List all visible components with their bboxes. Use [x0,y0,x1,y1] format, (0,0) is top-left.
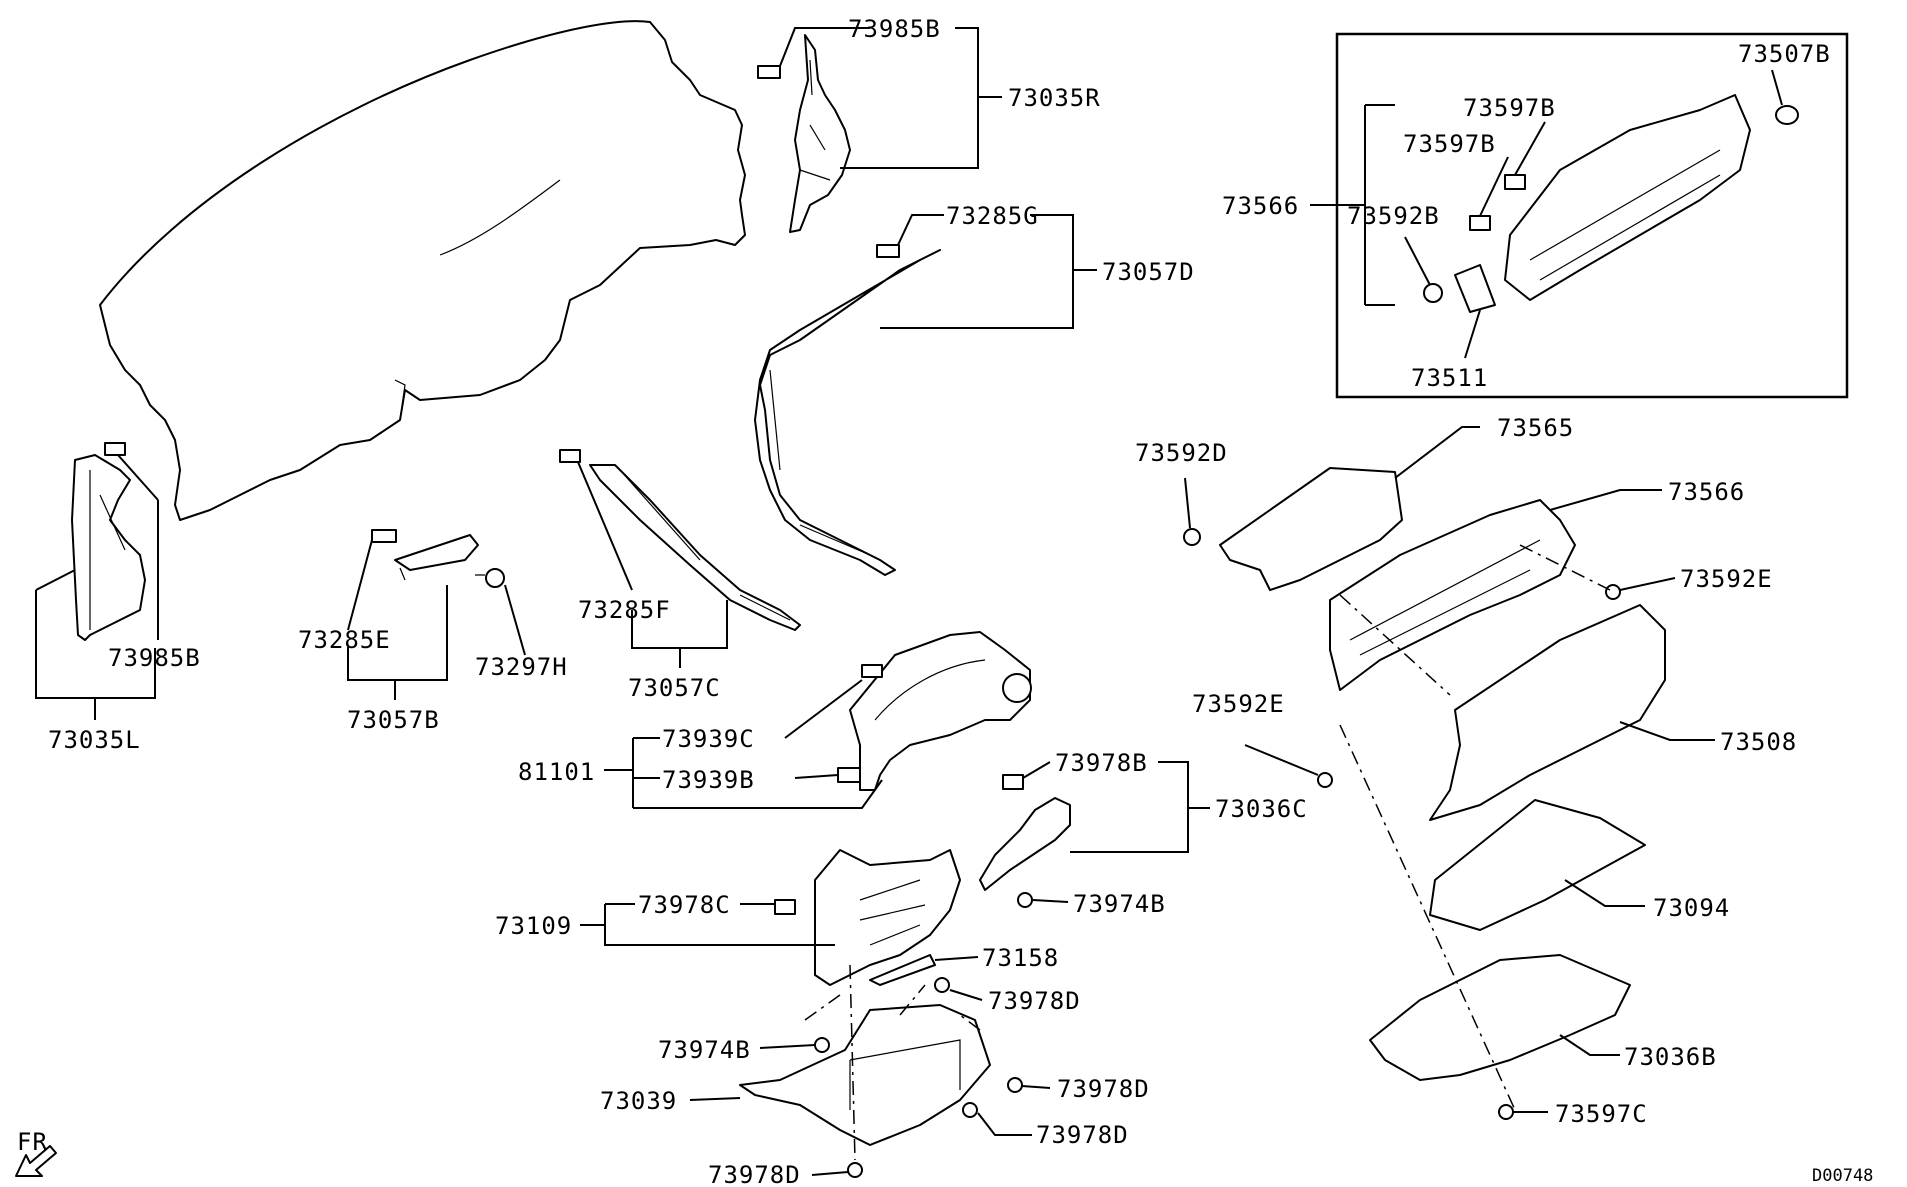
label-73592B: 73592B [1347,202,1440,230]
label-73094: 73094 [1653,894,1730,922]
front-label: FR [17,1128,48,1156]
part-73035L [71,454,146,641]
label-73285E: 73285E [298,626,391,654]
front-direction-arrow-icon [15,1145,57,1177]
label-81101: 81101 [518,758,595,786]
clip-73978D-d [847,1162,863,1178]
detail-inset-box [1335,32,1849,399]
screw-73597C [1498,1104,1514,1120]
label-73985B-top: 73985B [848,15,941,43]
part-73508 [1429,604,1666,821]
clip-73978D-a [934,977,950,993]
label-73566-box: 73566 [1222,192,1299,220]
clip-73285E [371,529,397,543]
part-73035R [789,34,851,233]
diagram-code: D00748 [1812,1166,1873,1186]
label-73057D: 73057D [1102,258,1195,286]
meter-hood-knob [1002,673,1032,703]
clip-73978B [1002,774,1024,790]
clip-73939C [861,664,883,678]
screw-73974B-b [814,1037,830,1053]
screw-73592E-b [1317,772,1333,788]
label-73508: 73508 [1720,728,1797,756]
clip-73939B [837,767,861,783]
part-73109 [814,849,961,986]
label-73039: 73039 [600,1087,677,1115]
inset-cap-73507B [1775,105,1799,125]
part-73057B [394,534,479,571]
label-73285G: 73285G [946,202,1039,230]
inset-clip-73597B-a [1504,174,1526,190]
label-73036B: 73036B [1624,1043,1717,1071]
clip-73985B-left [104,442,126,456]
screw-73592D [1183,528,1201,546]
inset-part-73511 [1454,264,1496,313]
label-73978B: 73978B [1055,749,1148,777]
label-73974B-a: 73974B [1073,890,1166,918]
clip-73985B-top [757,65,781,79]
inset-screw-73592B [1423,283,1443,303]
label-73109: 73109 [495,912,572,940]
part-73094 [1429,799,1646,931]
label-73978C: 73978C [638,891,731,919]
label-73036C: 73036C [1215,795,1308,823]
part-73036C [979,797,1071,891]
label-73158: 73158 [982,944,1059,972]
label-73978D-d: 73978D [708,1161,801,1187]
clip-73285G [876,244,900,258]
label-73297H: 73297H [475,653,568,681]
label-73057B: 73057B [347,706,440,734]
label-73978D-c: 73978D [1036,1121,1129,1149]
label-73597B-b: 73597B [1403,130,1496,158]
label-73035L: 73035L [48,726,141,754]
clip-73978D-b [1007,1077,1023,1093]
screw-73297H [485,568,505,588]
label-73566: 73566 [1668,478,1745,506]
clip-73285F [559,449,581,463]
label-73592D: 73592D [1135,439,1228,467]
label-73035R: 73035R [1008,84,1101,112]
part-73036B [1369,954,1631,1081]
label-73592E-a: 73592E [1680,565,1773,593]
label-73597B-a: 73597B [1463,94,1556,122]
label-73985B-left: 73985B [108,644,201,672]
clip-73978C [774,899,796,915]
label-73507B: 73507B [1738,40,1831,68]
instrument-panel-outline [99,20,746,521]
label-73978D-a: 73978D [988,987,1081,1015]
label-73285F: 73285F [578,596,671,624]
label-73939C: 73939C [662,725,755,753]
part-73057C [589,464,801,631]
label-73939B: 73939B [662,766,755,794]
part-73158 [869,954,936,986]
part-81101-meter-hood [849,631,1031,791]
part-73565 [1219,467,1403,591]
leader-lines [35,27,1783,1176]
inset-clip-73597B-b [1469,215,1491,231]
part-73057D [754,249,941,576]
clip-73978D-c [962,1102,978,1118]
label-73511: 73511 [1411,364,1488,392]
label-73057C: 73057C [628,674,721,702]
screw-73592E-a [1605,584,1621,600]
label-73974B-b: 73974B [658,1036,751,1064]
part-73039 [739,1004,991,1146]
label-73592E-b: 73592E [1192,690,1285,718]
inset-part-73566 [1504,94,1751,301]
label-73597C: 73597C [1555,1100,1648,1128]
screw-73974B-a [1017,892,1033,908]
label-73565: 73565 [1497,414,1574,442]
label-73978D-b: 73978D [1057,1075,1150,1103]
